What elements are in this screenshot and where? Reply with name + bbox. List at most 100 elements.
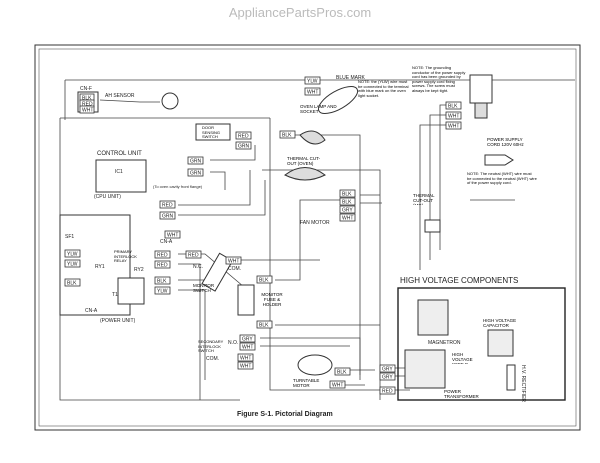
wire-tag: WHT	[445, 121, 462, 130]
blue-mark-label: BLUE MARK	[336, 75, 366, 81]
wire-tag-label: RED	[157, 263, 168, 269]
oven-lamp-label: OVEN LAMP AND SOCKET	[300, 104, 337, 114]
wire-tag: WHT	[329, 380, 346, 389]
wire-tag: GRN	[187, 168, 204, 177]
control-unit-label: CONTROL UNIT	[97, 151, 142, 157]
lamp-note: NOTE: the (YLW) wire must be connected t…	[358, 80, 409, 98]
wire-tag-label: WHT	[240, 364, 251, 370]
wire-tag: WHT	[239, 342, 256, 351]
hv-title: HIGH VOLTAGE COMPONENTS	[400, 276, 518, 285]
magnetron-label: MAGNETRON	[428, 340, 461, 346]
power-cord-strain-relief	[474, 102, 488, 119]
wire-tag: YLW	[154, 286, 171, 295]
wire-tag: RED	[379, 386, 396, 395]
turntable-motor-part	[297, 354, 333, 376]
monitor-fuse-label: MONITOR FUSE & HOLDER	[261, 292, 283, 307]
wire-tag-label: YLW	[67, 252, 78, 258]
nc-label: N.C.	[193, 264, 203, 270]
wire-tag-label: YLW	[307, 79, 318, 85]
wire-tag-label: GRY	[382, 367, 393, 373]
wire-tag-label: BLK	[82, 96, 92, 102]
ground-note: NOTE: The grounding conductor of the pow…	[412, 66, 466, 93]
wire-tag: WHT	[164, 230, 181, 239]
thermal-cutout-oven-part	[299, 130, 326, 145]
wire-tag: YLW	[64, 249, 81, 258]
wire-tag-label: BLK	[282, 133, 292, 139]
wire-tag: WHT	[237, 353, 254, 362]
wire-tag: GRY	[239, 334, 256, 343]
hv-wire-label: HIGH VOLTAGE WIRE B	[452, 352, 473, 364]
cn-a-label-2: CN-A	[85, 308, 98, 314]
wire-tag-label: GRN	[190, 171, 202, 177]
com-label-2: COM.	[206, 356, 219, 362]
wire-tag: YLW	[64, 259, 81, 268]
wire-tag-label: BLK	[157, 279, 167, 285]
wire-tag-label: WHT	[448, 124, 459, 130]
wire-tag: WHT	[304, 87, 321, 96]
wire-tag: BLK	[279, 130, 296, 139]
wire-tag-label: WHT	[332, 383, 343, 389]
wire-tag-label: BLK	[448, 104, 458, 110]
wire-tag: YLW	[304, 76, 321, 85]
sf1-label: SF1	[65, 234, 74, 240]
hv-capacitor-label: HIGH VOLTAGE CAPACITOR	[483, 318, 517, 328]
com-label: COM.	[228, 266, 241, 272]
wire-tag-label: BLK	[67, 281, 77, 287]
wire-tag: BLK	[334, 367, 351, 376]
components	[59, 74, 566, 401]
no-label: N.O.	[228, 340, 238, 346]
wire-tags: BLKREDWHTYLWWHTBLKWHTWHTREDGRNGRNGRNBLKB…	[64, 76, 462, 395]
rectifier-label: H.V. RECTIFIER	[520, 365, 526, 402]
wire-tag: BLK	[445, 101, 462, 110]
wire-tag: RED	[154, 260, 171, 269]
cpu-unit-label: (CPU UNIT)	[94, 194, 121, 200]
control-unit-board	[95, 159, 147, 193]
ah-sensor-label: AH SENSOR	[105, 93, 135, 99]
power-cord-label: POWER SUPPLY CORD 120V 60Hz	[487, 137, 524, 147]
thermal-mg-label: THERMAL CUT-OUT (MG)	[413, 193, 435, 205]
wire-tag-label: WHT	[240, 356, 251, 362]
wire-tag-label: WHT	[82, 108, 93, 114]
wire-tag-label: RED	[238, 134, 249, 140]
wire-tag-label: BLK	[259, 323, 269, 329]
wire-tag: RED	[185, 250, 202, 259]
ry2-label: RY2	[134, 267, 144, 273]
wire-tag-label: WHT	[228, 259, 239, 265]
t1-transformer	[117, 277, 145, 305]
neutral-note: NOTE: The neutral (WHT) wire must be con…	[467, 172, 537, 185]
wire-tag-label: WHT	[167, 233, 178, 239]
wire-tag: BLK	[339, 197, 356, 206]
wire-tag-label: RED	[162, 203, 173, 209]
wire-tag: WHT	[339, 213, 356, 222]
wire-tag: GRN	[159, 211, 176, 220]
thermal-oven-label: THERMAL CUT-OUT (OVEN)	[287, 156, 321, 166]
wire-tag: GRY	[379, 364, 396, 373]
wire-tag: WHT	[79, 105, 95, 114]
wire-tag-label: WHT	[448, 114, 459, 120]
labels: CN-F AH SENSOR BLUE MARK NOTE: the (YLW)…	[65, 66, 537, 418]
fan-motor-part	[284, 167, 326, 181]
wire-tag-label: YLW	[67, 262, 78, 268]
power-plug	[484, 154, 514, 166]
rectifier-part	[506, 364, 516, 391]
ic1-label: IC1	[115, 169, 123, 175]
wire-tag: GRN	[187, 156, 204, 165]
wire-tag: GRY	[339, 205, 356, 214]
watermark: AppliancePartsPros.com	[229, 5, 371, 20]
wire-tag-label: RED	[157, 253, 168, 259]
terminal-block	[469, 74, 493, 104]
monitor-switch-label: MONITOR SWITCH	[193, 283, 215, 293]
secondary-switch-label: SECONDARY INTERLOCK SWITCH	[198, 340, 224, 353]
wire-tag: RED	[159, 200, 176, 209]
wire-tag-label: GRN	[190, 159, 202, 165]
wire-tag-label: RED	[188, 253, 199, 259]
wire-tag-label: GRY	[342, 208, 353, 214]
wire-tag-label: BLK	[342, 192, 352, 198]
t1-label: T1	[112, 292, 118, 298]
transformer-label: POWER TRANSFORMER	[444, 389, 479, 399]
figure-caption: Figure S-1. Pictorial Diagram	[237, 411, 333, 418]
cn-f-label: CN-F	[80, 86, 92, 92]
wire-tag: GRN	[235, 141, 252, 150]
magnetron-part	[417, 299, 449, 336]
